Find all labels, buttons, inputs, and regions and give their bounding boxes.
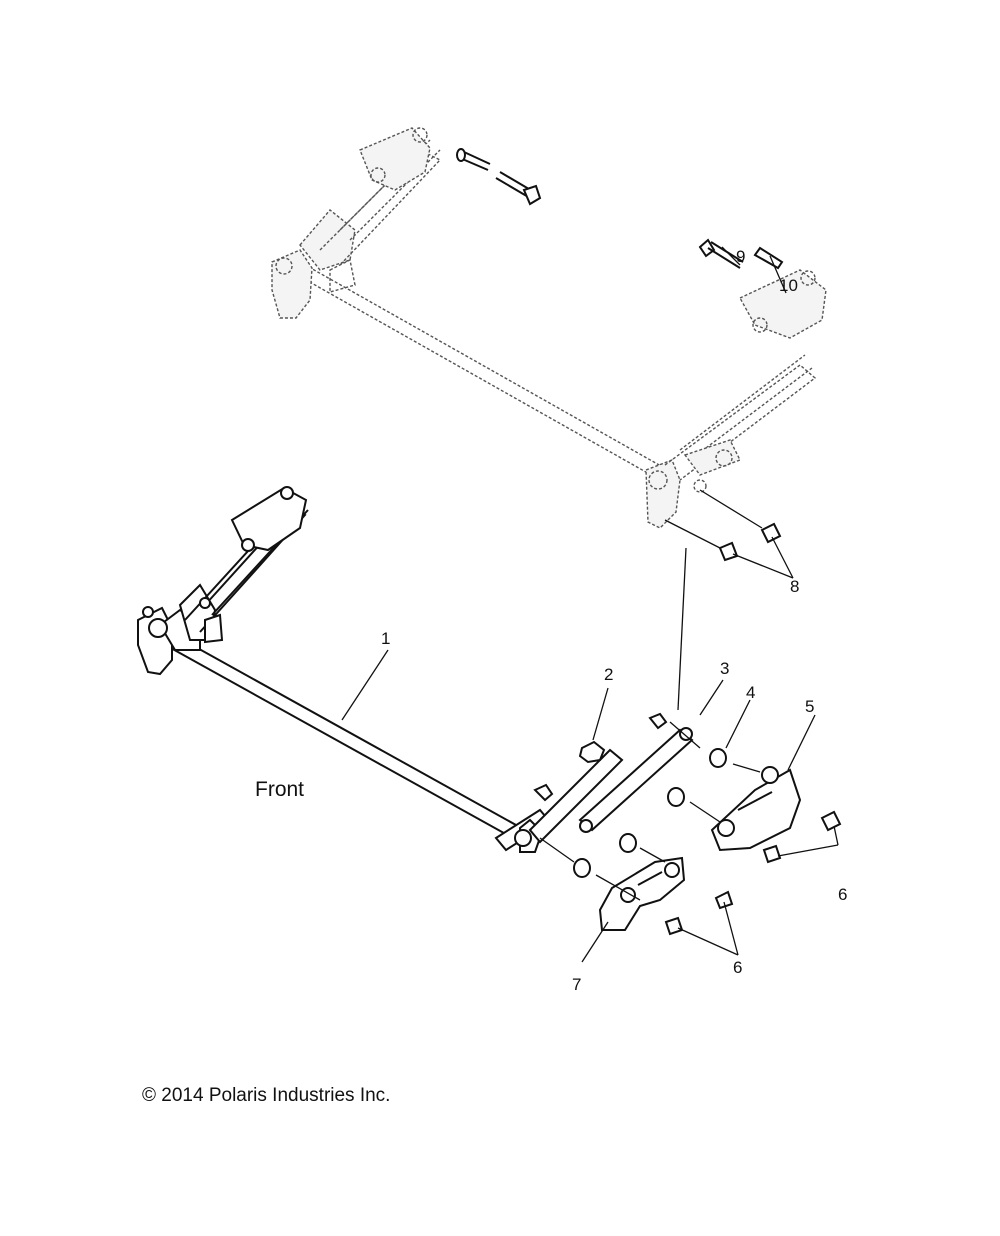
bolts-part-8 xyxy=(718,522,782,562)
callout-9: 9 xyxy=(736,247,745,266)
spacer-part-10 xyxy=(753,246,784,270)
stabilizer-bar-part-1 xyxy=(137,486,552,853)
nut-part-2 xyxy=(578,740,606,764)
link-arm-part-3 xyxy=(528,727,694,844)
callout-5: 5 xyxy=(805,697,814,716)
callout-6b: 6 xyxy=(733,958,742,977)
callout-7: 7 xyxy=(572,975,581,994)
callout-3: 3 xyxy=(720,659,729,678)
callout-1: 1 xyxy=(381,629,390,648)
callout-8: 8 xyxy=(790,577,799,596)
copyright-notice: © 2014 Polaris Industries Inc. xyxy=(142,1085,391,1106)
leader-lines xyxy=(341,246,839,963)
callout-6a: 6 xyxy=(838,885,847,904)
callout-4: 4 xyxy=(746,683,755,702)
rear-stabilizer-assembly-ghost xyxy=(271,127,827,529)
front-label: Front xyxy=(255,778,305,801)
callout-2: 2 xyxy=(604,665,613,684)
mount-plate-part-5 xyxy=(710,766,802,852)
spacer-part-4 xyxy=(573,748,727,878)
bolts-part-6 xyxy=(664,810,842,936)
callout-10: 10 xyxy=(779,276,798,295)
